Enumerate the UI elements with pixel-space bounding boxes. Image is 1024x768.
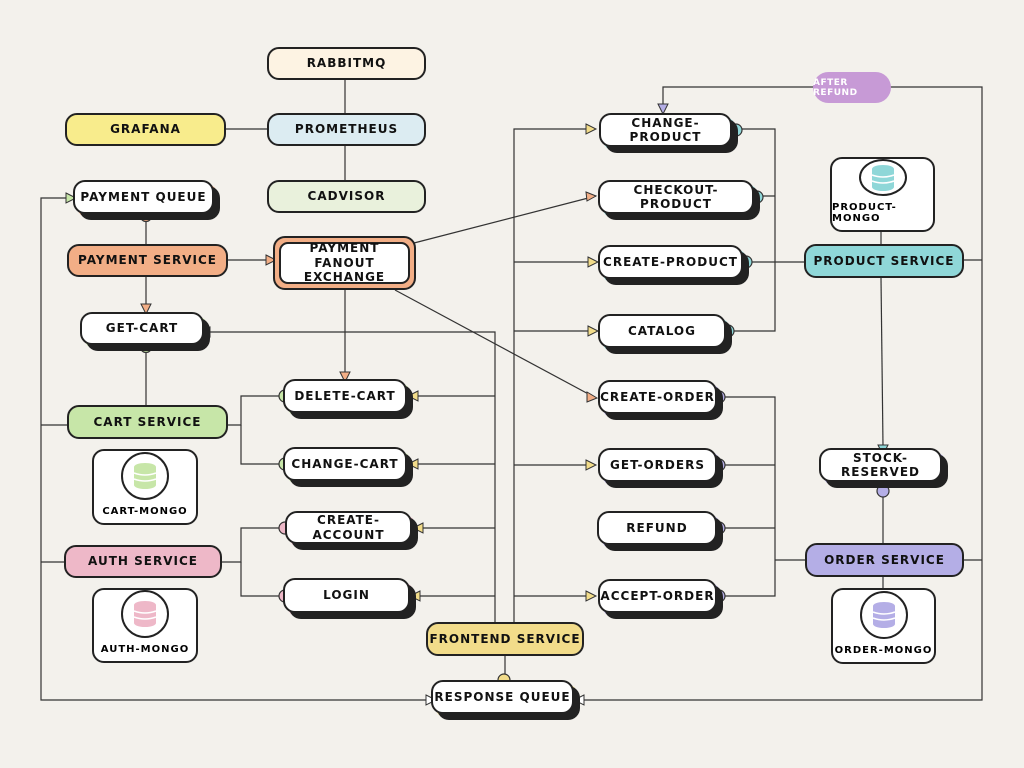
payment-fanout-exchange-node[interactable]: PAYMENT FANOUT EXCHANGE <box>273 236 416 290</box>
database-icon <box>859 591 908 639</box>
order-db-cylinder-icon <box>872 602 895 628</box>
order-service-node[interactable]: ORDER SERVICE <box>805 543 964 577</box>
create-product-node[interactable]: CREATE-PRODUCT <box>598 245 743 279</box>
product-mongo-label: PRODUCT-MONGO <box>832 202 897 224</box>
cart-service-node[interactable]: CART SERVICE <box>67 405 228 439</box>
login-node[interactable]: LOGIN <box>283 578 410 613</box>
database-icon <box>121 590 169 638</box>
cart-mongo-label: CART-MONGO <box>102 506 188 517</box>
payment-service-node[interactable]: PAYMENT SERVICE <box>67 244 228 277</box>
frontend-service-node[interactable]: FRONTEND SERVICE <box>426 622 584 656</box>
cadvisor-node[interactable]: CADVISOR <box>267 180 426 213</box>
afterrefund-changeproduct-link <box>662 86 818 111</box>
checkout-product-node[interactable]: CHECKOUT-PRODUCT <box>598 180 754 214</box>
payment-fanout-exchange-inner: PAYMENT FANOUT EXCHANGE <box>279 241 410 285</box>
auth-mongo-db[interactable]: AUTH-MONGO <box>92 588 198 663</box>
prometheus-node[interactable]: PROMETHEUS <box>267 113 426 146</box>
auth-createaccount-link <box>222 527 283 563</box>
product-db-cylinder-icon <box>871 164 894 191</box>
after-refund-annotation: AFTER REFUND <box>813 72 891 103</box>
change-cart-node[interactable]: CHANGE-CART <box>283 447 407 481</box>
order-mongo-db[interactable]: ORDER-MONGO <box>831 588 936 664</box>
connector-dots <box>139 123 890 687</box>
cart-changecart-link <box>240 425 283 465</box>
auth-mongo-label: AUTH-MONGO <box>100 644 190 655</box>
get-cart-node[interactable]: GET-CART <box>80 312 204 345</box>
fanout-createorder-link <box>394 289 595 398</box>
fanout-checkoutproduct-link <box>413 195 597 244</box>
refund-node[interactable]: REFUND <box>597 511 717 545</box>
right-outer-loop <box>580 86 983 701</box>
payment-fanout-exchange-label: PAYMENT FANOUT EXCHANGE <box>303 241 386 285</box>
create-order-node[interactable]: CREATE-ORDER <box>598 380 717 414</box>
arrowheads <box>65 103 889 706</box>
grafana-node[interactable]: GRAFANA <box>65 113 226 146</box>
cart-deletecart-link <box>228 395 283 426</box>
product-bus <box>730 128 776 332</box>
left-outer-loop <box>40 197 428 701</box>
payment-queue-node[interactable]: PAYMENT QUEUE <box>73 180 214 214</box>
product-service-node[interactable]: PRODUCT SERVICE <box>804 244 964 278</box>
change-product-node[interactable]: CHANGE-PRODUCT <box>599 113 732 147</box>
product-mongo-db[interactable]: PRODUCT-MONGO <box>830 157 935 232</box>
catalog-node[interactable]: CATALOG <box>598 314 726 348</box>
database-icon <box>121 452 169 500</box>
productservice-stockreserved-link <box>880 277 884 447</box>
create-account-node[interactable]: CREATE-ACCOUNT <box>285 511 412 544</box>
response-queue-node[interactable]: RESPONSE QUEUE <box>431 680 574 714</box>
auth-db-cylinder-icon <box>133 601 157 627</box>
frontend-changeproduct-link <box>513 128 594 622</box>
delete-cart-node[interactable]: DELETE-CART <box>283 379 407 413</box>
order-bus <box>720 396 776 597</box>
cart-mongo-db[interactable]: CART-MONGO <box>92 449 198 525</box>
auth-login-link <box>240 562 283 597</box>
cart-db-cylinder-icon <box>133 463 157 489</box>
frontend-getcart-link <box>202 331 496 622</box>
order-mongo-label: ORDER-MONGO <box>834 645 933 656</box>
stock-reserved-node[interactable]: STOCK-RESERVED <box>819 448 942 482</box>
get-orders-node[interactable]: GET-ORDERS <box>598 448 717 482</box>
auth-service-node[interactable]: AUTH SERVICE <box>64 545 222 578</box>
database-icon <box>858 159 907 196</box>
rabbitmq-node[interactable]: RABBITMQ <box>267 47 426 80</box>
accept-order-node[interactable]: ACCEPT-ORDER <box>598 579 717 613</box>
